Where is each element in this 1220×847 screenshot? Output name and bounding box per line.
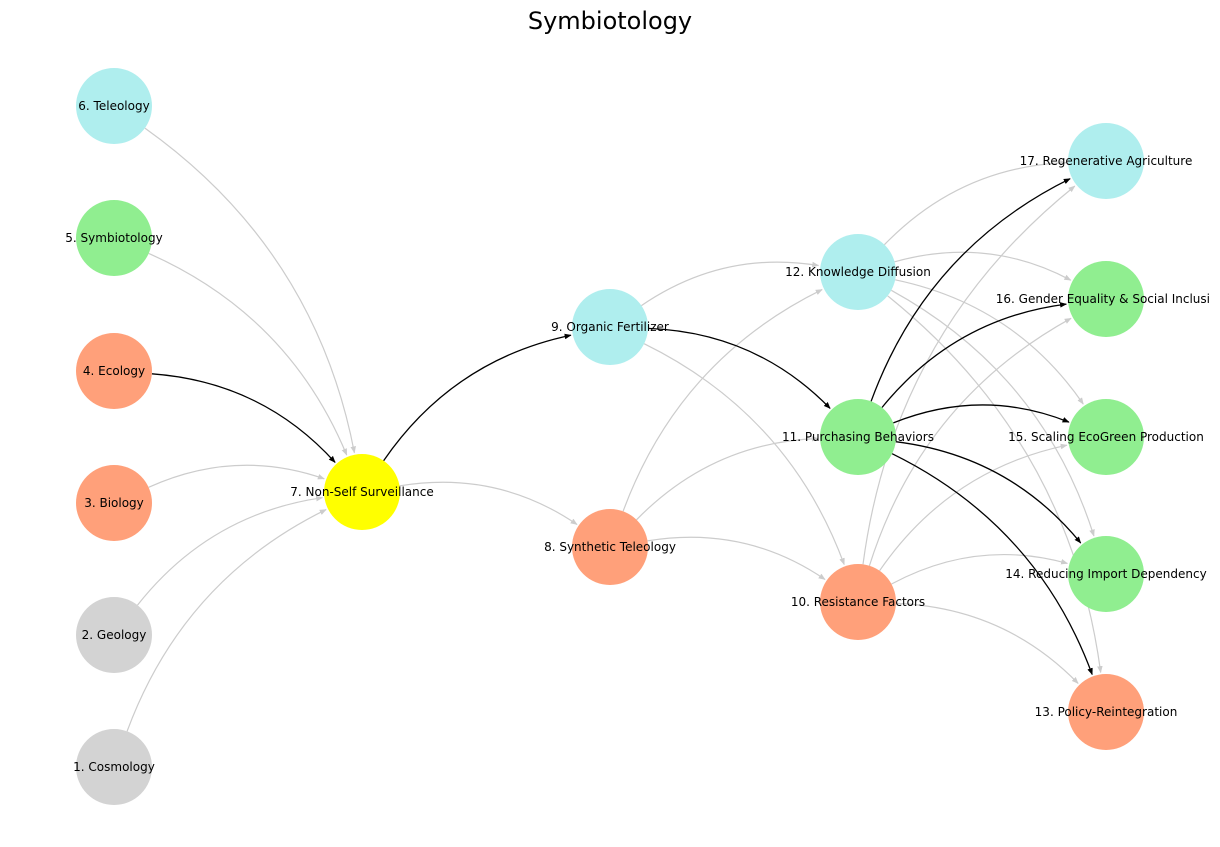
node-circle bbox=[1068, 261, 1144, 337]
edge-12-to-16 bbox=[894, 251, 1072, 281]
edge-2-to-7 bbox=[137, 495, 324, 606]
edge-6-to-7 bbox=[144, 127, 356, 454]
node-circle bbox=[76, 68, 152, 144]
edges-layer bbox=[126, 127, 1103, 732]
node-cosmology: 1. Cosmology bbox=[73, 729, 155, 805]
node-scaling-ecogreen-production: 15. Scaling EcoGreen Production bbox=[1008, 399, 1204, 475]
edge-8-to-10 bbox=[647, 536, 826, 580]
edge-7-to-8 bbox=[399, 481, 578, 525]
node-resistance-factors: 10. Resistance Factors bbox=[791, 564, 925, 640]
node-synthetic-teleology: 8. Synthetic Teleology bbox=[544, 509, 676, 585]
edge-4-to-7 bbox=[151, 373, 336, 463]
node-label: 3. Biology bbox=[84, 496, 144, 510]
edge-10-to-14 bbox=[891, 553, 1069, 585]
node-policy-reintegration: 13. Policy-Reintegration bbox=[1035, 674, 1178, 750]
nodes-layer: 1. Cosmology 2. Geology 3. Biology 4. Ecolo… bbox=[65, 68, 1210, 805]
node-circle bbox=[76, 597, 152, 673]
node-symbiotology: 5. Symbiotology bbox=[65, 200, 163, 276]
edge-11-to-16 bbox=[881, 302, 1067, 408]
edge-10-to-17 bbox=[862, 185, 1076, 565]
node-circle bbox=[572, 289, 648, 365]
node-label: 9. Organic Fertilizer bbox=[551, 320, 669, 334]
node-circle bbox=[324, 454, 400, 530]
node-circle bbox=[1068, 674, 1144, 750]
edge-7-to-9 bbox=[383, 333, 572, 462]
edge-10-to-13 bbox=[895, 602, 1079, 684]
node-circle bbox=[1068, 536, 1144, 612]
edge-3-to-7 bbox=[148, 464, 325, 488]
node-reducing-import-dependency: 14. Reducing Import Dependency bbox=[1005, 536, 1207, 612]
edge-10-to-15 bbox=[879, 443, 1068, 572]
node-label: 16. Gender Equality & Social Inclusi bbox=[996, 292, 1210, 306]
edge-10-to-16 bbox=[868, 317, 1072, 566]
node-geology: 2. Geology bbox=[76, 597, 152, 673]
node-label: 17. Regenerative Agriculture bbox=[1020, 154, 1193, 168]
node-gender-equality-and-social-inclusi: 16. Gender Equality & Social Inclusi bbox=[996, 261, 1210, 337]
node-label: 7. Non-Self Surveillance bbox=[290, 485, 433, 499]
node-label: 1. Cosmology bbox=[73, 760, 155, 774]
node-label: 14. Reducing Import Dependency bbox=[1005, 567, 1206, 581]
node-circle bbox=[572, 509, 648, 585]
node-label: 6. Teleology bbox=[78, 99, 149, 113]
node-label: 15. Scaling EcoGreen Production bbox=[1008, 430, 1204, 444]
edge-9-to-11 bbox=[647, 327, 831, 409]
edge-12-to-13 bbox=[887, 295, 1103, 674]
node-non-self-surveillance: 7. Non-Self Surveillance bbox=[290, 454, 434, 530]
node-label: 10. Resistance Factors bbox=[791, 595, 925, 609]
node-biology: 3. Biology bbox=[76, 465, 152, 541]
edge-11-to-13 bbox=[891, 453, 1093, 676]
node-circle bbox=[820, 564, 896, 640]
node-label: 12. Knowledge Diffusion bbox=[785, 265, 931, 279]
node-organic-fertilizer: 9. Organic Fertilizer bbox=[551, 289, 669, 365]
node-label: 11. Purchasing Behaviors bbox=[782, 430, 934, 444]
node-circle bbox=[76, 333, 152, 409]
edge-1-to-7 bbox=[126, 509, 327, 732]
edge-11-to-15 bbox=[893, 404, 1070, 424]
node-circle bbox=[820, 234, 896, 310]
node-label: 4. Ecology bbox=[83, 364, 145, 378]
node-label: 2. Geology bbox=[82, 628, 147, 642]
edge-9-to-12 bbox=[641, 261, 820, 307]
node-regenerative-agriculture: 17. Regenerative Agriculture bbox=[1020, 123, 1193, 199]
edge-12-to-15 bbox=[895, 279, 1084, 405]
edge-8-to-12 bbox=[622, 289, 823, 512]
node-circle bbox=[1068, 399, 1144, 475]
node-knowledge-diffusion: 12. Knowledge Diffusion bbox=[785, 234, 931, 310]
node-circle bbox=[76, 200, 152, 276]
edge-8-to-11 bbox=[636, 435, 819, 521]
edge-9-to-10 bbox=[643, 343, 845, 566]
edge-5-to-7 bbox=[148, 252, 348, 456]
node-teleology: 6. Teleology bbox=[76, 68, 152, 144]
diagram-title: Symbiotology bbox=[528, 7, 692, 35]
node-circle bbox=[1068, 123, 1144, 199]
edge-11-to-14 bbox=[895, 441, 1082, 544]
node-circle bbox=[76, 729, 152, 805]
edge-11-to-17 bbox=[870, 178, 1071, 402]
node-label: 13. Policy-Reintegration bbox=[1035, 705, 1178, 719]
node-purchasing-behaviors: 11. Purchasing Behaviors bbox=[782, 399, 934, 475]
node-label: 8. Synthetic Teleology bbox=[544, 540, 676, 554]
node-circle bbox=[76, 465, 152, 541]
node-ecology: 4. Ecology bbox=[76, 333, 152, 409]
edge-12-to-14 bbox=[891, 289, 1095, 537]
edge-12-to-17 bbox=[883, 160, 1067, 246]
node-circle bbox=[820, 399, 896, 475]
node-label: 5. Symbiotology bbox=[65, 231, 162, 245]
